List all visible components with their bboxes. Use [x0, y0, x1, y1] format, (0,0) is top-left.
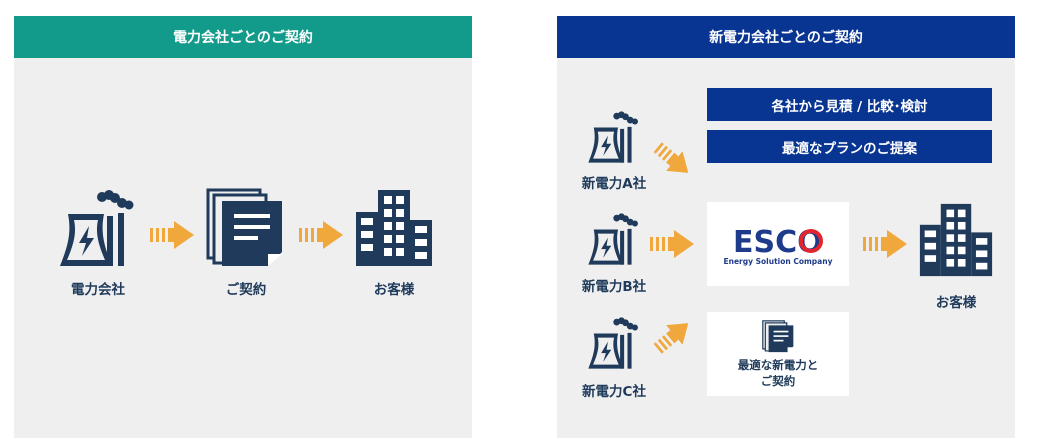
office-building-icon [918, 202, 994, 278]
arrow-up-right-icon [649, 313, 697, 359]
contract-box-line1: 最適な新電力と [737, 358, 819, 372]
left-panel-header: 電力会社ごとのご契約 [14, 16, 472, 58]
arrow-right-icon [299, 221, 343, 249]
arrow-right-icon [150, 221, 194, 249]
left-step-label-supplier: 電力会社 [71, 282, 125, 298]
office-building-icon [354, 188, 434, 268]
esco-logo-box: ESCO Energy Solution Company [707, 202, 849, 286]
power-plant-icon [58, 188, 138, 268]
esco-tagline: Energy Solution Company [723, 257, 833, 266]
contract-box-line2: ご契約 [760, 374, 796, 388]
power-plant-icon [587, 316, 641, 370]
left-step-label-contract: ご契約 [225, 282, 267, 298]
power-plant-icon [587, 212, 641, 266]
left-step-label-customer: お客様 [373, 282, 415, 298]
service-box-plan-proposal: 最適なプランのご提案 [707, 130, 992, 163]
arrow-right-icon [650, 230, 694, 258]
right-panel-header: 新電力会社ごとのご契約 [557, 16, 1015, 58]
service-box-quote-compare: 各社から見積 / 比較･検討 [707, 88, 992, 121]
supplier-a-label: 新電力A社 [581, 176, 647, 192]
right-panel: 新電力会社ごとのご契約 新電力A社 新電力B社 新電力C社 各社から見積 / 比… [557, 16, 1015, 438]
contract-document-icon [762, 320, 795, 353]
left-panel: 電力会社ごとのご契約 電力会社 ご契約 お客様 [14, 16, 472, 438]
supplier-b-label: 新電力B社 [581, 279, 647, 295]
contract-box: 最適な新電力と ご契約 [707, 312, 849, 396]
esco-logo-ring [799, 229, 823, 253]
customer-label: お客様 [935, 295, 977, 311]
arrow-right-icon [863, 230, 907, 258]
esco-logo: ESCO [733, 225, 823, 256]
power-plant-icon [587, 110, 641, 164]
contract-document-icon [206, 188, 286, 268]
supplier-c-label: 新電力C社 [582, 384, 646, 400]
arrow-down-right-icon [649, 137, 697, 183]
